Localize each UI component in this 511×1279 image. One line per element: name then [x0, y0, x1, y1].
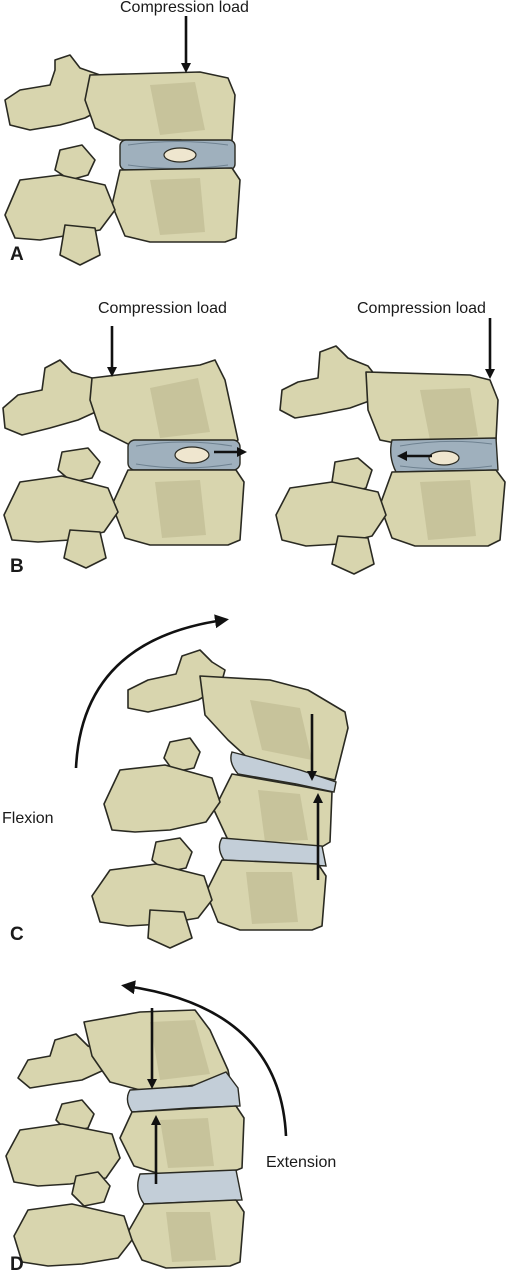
- panel-label-a: A: [10, 244, 24, 265]
- disc-c-upper: [230, 751, 337, 793]
- panel-label-c: C: [10, 924, 24, 945]
- disc-b-left: [127, 439, 241, 471]
- flexion-label: Flexion: [2, 810, 54, 827]
- disc-a: [119, 139, 236, 171]
- panel-c-vertebrae: [91, 649, 349, 949]
- extension-curve-arrow: [121, 980, 288, 1137]
- panel-b-left-vertebrae: [2, 359, 245, 569]
- disc-b-right: [389, 437, 499, 473]
- disc-d-upper: [126, 1071, 241, 1113]
- flexion-curve-arrow: [74, 614, 229, 769]
- compression-load-label-b-left: Compression load: [98, 300, 227, 317]
- panel-a-vertebrae: [4, 54, 241, 266]
- compression-load-label-b-right: Compression load: [357, 300, 486, 317]
- panel-b-right-vertebrae: [275, 345, 506, 575]
- disc-d-lower: [137, 1169, 243, 1205]
- compression-load-label-a: Compression load: [120, 0, 249, 16]
- panel-d-vertebrae: [5, 1009, 245, 1269]
- extension-label: Extension: [266, 1154, 337, 1171]
- panel-label-d: D: [10, 1254, 24, 1275]
- panel-label-b: B: [10, 556, 24, 577]
